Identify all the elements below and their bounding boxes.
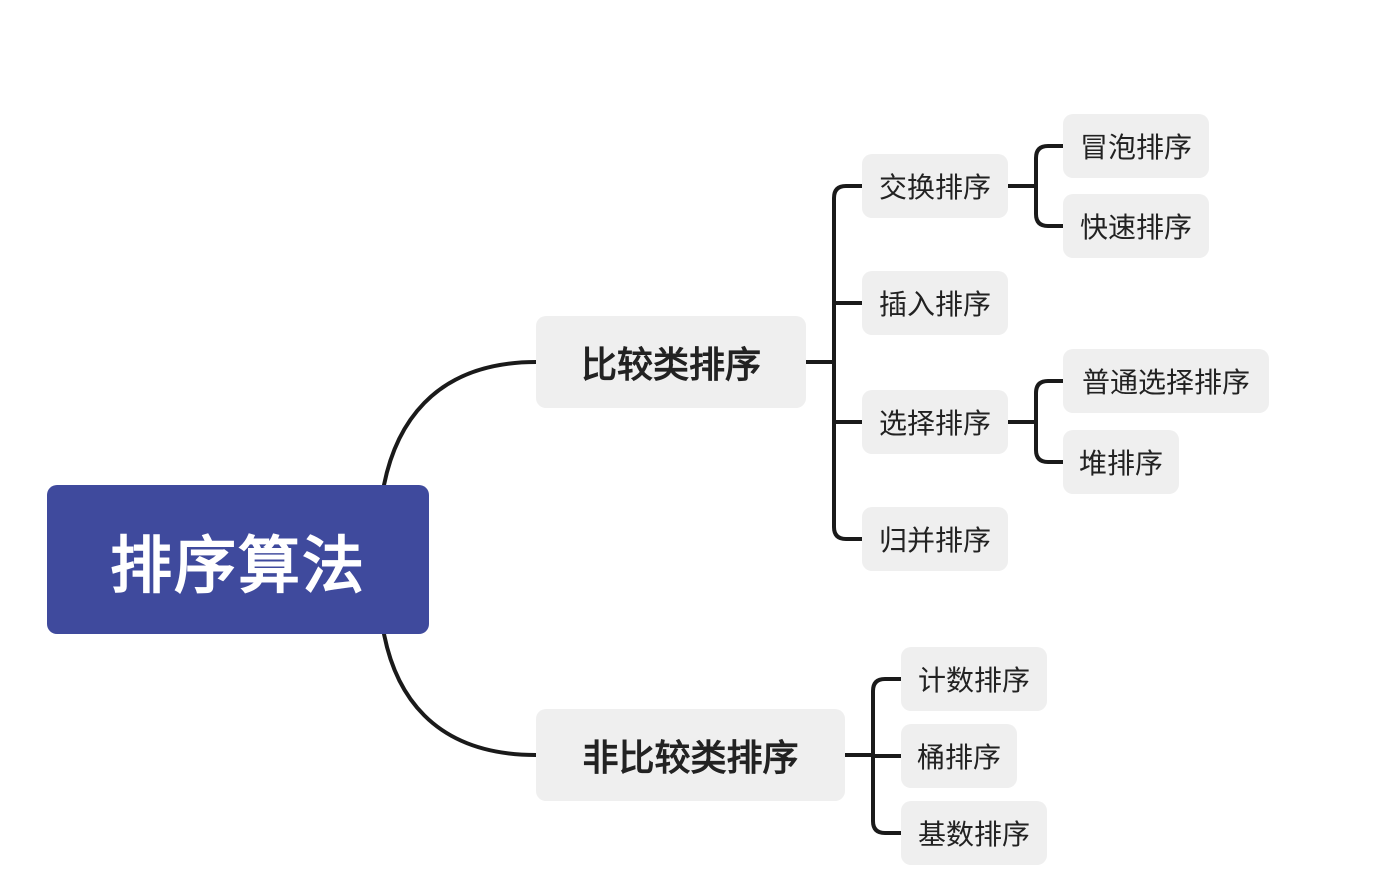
- node-label: 选择排序: [878, 407, 991, 440]
- leaf-simple-selection-sort[interactable]: 普通选择排序: [1063, 349, 1269, 413]
- node-label: 插入排序: [878, 288, 991, 321]
- leaf-heap-sort[interactable]: 堆排序: [1063, 430, 1179, 494]
- subnode-insertion-sort[interactable]: 插入排序: [862, 271, 1008, 335]
- branch-label: 非比较类排序: [582, 738, 799, 779]
- root-node[interactable]: 排序算法: [47, 485, 429, 634]
- subnode-merge-sort[interactable]: 归并排序: [862, 507, 1008, 571]
- node-label: 快速排序: [1079, 211, 1192, 244]
- node-label: 普通选择排序: [1081, 366, 1250, 399]
- connector-root-to-noncomparison: [382, 632, 538, 757]
- node-label: 堆排序: [1078, 447, 1163, 480]
- leaf-counting-sort[interactable]: 计数排序: [901, 647, 1047, 711]
- connector-exchange-bracket: [1034, 144, 1065, 228]
- subnode-exchange-sort[interactable]: 交换排序: [862, 154, 1008, 218]
- connector-root-to-comparison: [382, 360, 538, 487]
- branch-node-comparison[interactable]: 比较类排序: [536, 316, 806, 408]
- node-label: 基数排序: [917, 818, 1030, 851]
- subnode-selection-sort[interactable]: 选择排序: [862, 390, 1008, 454]
- branch-node-non-comparison[interactable]: 非比较类排序: [536, 709, 845, 801]
- root-label: 排序算法: [109, 528, 366, 602]
- branch-label: 比较类排序: [580, 345, 761, 386]
- leaf-bucket-sort[interactable]: 桶排序: [901, 724, 1017, 788]
- leaf-radix-sort[interactable]: 基数排序: [901, 801, 1047, 865]
- node-label: 归并排序: [878, 524, 991, 557]
- node-label: 交换排序: [878, 171, 991, 204]
- leaf-bubble-sort[interactable]: 冒泡排序: [1063, 114, 1209, 178]
- node-label: 冒泡排序: [1079, 131, 1192, 164]
- connector-comparison-bracket: [832, 184, 864, 541]
- connector-selection-bracket: [1034, 379, 1065, 464]
- node-label: 桶排序: [916, 741, 1001, 774]
- leaf-quick-sort[interactable]: 快速排序: [1063, 194, 1209, 258]
- node-label: 计数排序: [917, 664, 1030, 697]
